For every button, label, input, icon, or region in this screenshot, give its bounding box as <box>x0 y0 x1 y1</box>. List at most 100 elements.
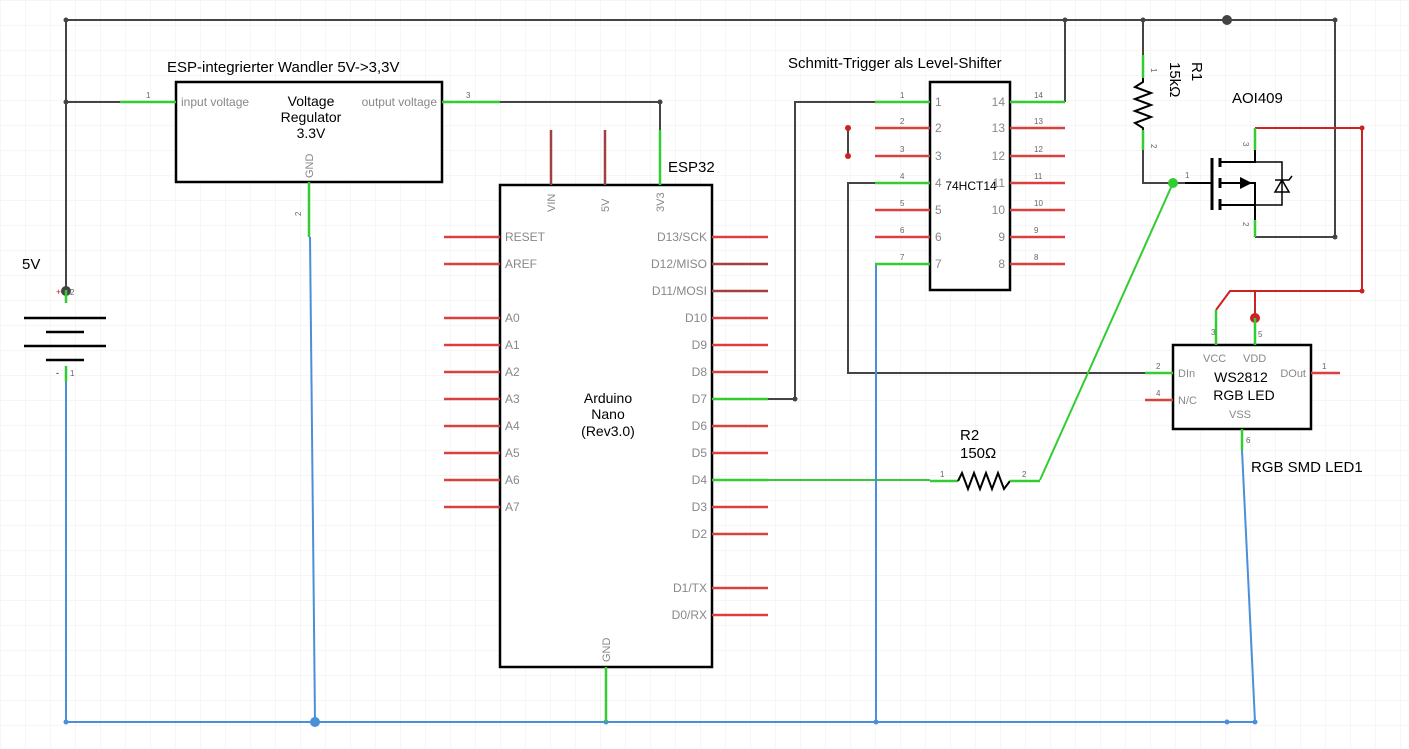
junction-dot <box>845 125 851 131</box>
ic-pin-num: 6 <box>900 226 905 235</box>
junction-dot <box>1252 719 1258 725</box>
r2-name: R2 <box>960 427 979 444</box>
junction-dot <box>792 396 798 402</box>
schmitt-body <box>928 80 1012 292</box>
arduino-right-pins: D13/SCKD12/MISOD11/MOSID10D9D8D7D6D5D4D3… <box>651 230 768 622</box>
arduino-pin-label: D5 <box>692 446 708 460</box>
arduino-pin-label: A4 <box>505 419 520 433</box>
wire-d7 <box>768 101 875 400</box>
arduino-pin-label: D1/TX <box>673 581 707 595</box>
ic-pin-label: 12 <box>992 149 1006 163</box>
led-pin-num: 6 <box>1246 436 1251 445</box>
led-pin-num: 2 <box>1156 362 1161 371</box>
junction-dot <box>1222 15 1232 25</box>
arduino-pin-label: 3V3 <box>655 192 667 212</box>
led-pin-nc: N/C <box>1178 395 1197 407</box>
reg-name-3: 3.3V <box>297 125 326 141</box>
reg-name-1: Voltage <box>288 93 335 109</box>
ic-pin-num: 4 <box>900 172 905 181</box>
arduino-name-1: Arduino <box>584 390 632 406</box>
battery-pin-plus: 2 <box>70 288 75 297</box>
arduino-pin-label: 5V <box>600 198 612 212</box>
led-pin-num: 5 <box>1258 330 1263 339</box>
r1-value: 15kΩ <box>1166 62 1183 97</box>
battery-plus: + <box>56 287 61 297</box>
arduino-pin-label: D2 <box>692 527 708 541</box>
ic-pin-label: 9 <box>998 230 1005 244</box>
ic-pin-label: 3 <box>935 149 942 163</box>
ic-pin-label: 1 <box>935 95 942 109</box>
led-pin-num: 4 <box>1156 389 1161 398</box>
r2-value: 150Ω <box>960 445 996 462</box>
arduino-pin-label: A2 <box>505 365 520 379</box>
arduino-pin-label: D4 <box>692 473 708 487</box>
reg-name-2: Regulator <box>281 109 342 125</box>
ic-pin-num: 9 <box>1034 226 1039 235</box>
ic-pin-num: 14 <box>1034 91 1043 100</box>
schmitt-trigger-ic: Schmitt-Trigger als Level-Shifter 74HCT1… <box>788 55 1065 292</box>
reg-pin-out-label: output voltage <box>362 95 438 109</box>
mosfet-arrow <box>1240 177 1252 189</box>
reg-pin-num: 3 <box>466 91 471 100</box>
r1-name: R1 <box>1188 62 1205 81</box>
reg-pin-gnd-label: GND <box>304 154 316 179</box>
led-pin-vdd: VDD <box>1243 353 1266 365</box>
ic-pin-num: 13 <box>1034 117 1043 126</box>
ic-pin-num: 2 <box>900 117 905 126</box>
reg-pin-num: 1 <box>146 91 151 100</box>
arduino-pin-label: D8 <box>692 365 708 379</box>
ic-pin-label: 6 <box>935 230 942 244</box>
wire-gnd-reg <box>309 236 316 723</box>
arduino-name-2: Nano <box>591 406 625 422</box>
junction-dot <box>63 17 69 23</box>
arduino-pin-label: D13/SCK <box>657 230 707 244</box>
schmitt-title: Schmitt-Trigger als Level-Shifter <box>788 55 1002 72</box>
battery-minus: - <box>56 368 59 378</box>
ic-pin-label: 13 <box>992 121 1006 135</box>
ic-pin-num: 5 <box>900 199 905 208</box>
led-name-2: RGB LED <box>1213 387 1274 403</box>
arduino-pin-label: A0 <box>505 311 520 325</box>
led-pin-num: 3 <box>1211 328 1216 337</box>
ic-pin-num: 11 <box>1034 172 1043 181</box>
arduino-name-3: (Rev3.0) <box>581 423 635 439</box>
junction-dot <box>310 717 320 727</box>
junction-dot <box>1359 125 1365 131</box>
arduino-pin-label: A7 <box>505 500 520 514</box>
arduino-pin-label: D6 <box>692 419 708 433</box>
led-body <box>1171 343 1313 431</box>
ic-pin-num: 3 <box>900 145 905 154</box>
mosfet-diode <box>1273 178 1291 193</box>
ic-pin-num: 10 <box>1034 199 1043 208</box>
junction-dot <box>657 99 663 105</box>
battery-5v: 5V + 2 - 1 <box>22 256 106 382</box>
wire-din <box>847 182 1145 374</box>
junction-dot <box>63 99 69 105</box>
ic-pin-label: 8 <box>998 257 1005 271</box>
mosfet-aoi409: AOI409 1 3 2 <box>1185 90 1293 237</box>
ic-pin-num: 1 <box>900 91 905 100</box>
r1-pin: 1 <box>1149 68 1158 73</box>
arduino-pin-label: D0/RX <box>672 608 707 622</box>
led-pin-dout: DOut <box>1280 368 1306 380</box>
junction-dot <box>873 719 879 725</box>
junction-dot <box>1359 288 1365 294</box>
ic-pin-label: 7 <box>935 257 942 271</box>
mosfet-name: AOI409 <box>1232 90 1283 107</box>
junction-dot <box>63 719 69 725</box>
arduino-top-label: ESP32 <box>668 159 715 176</box>
schmitt-name: 74HCT14 <box>945 179 997 193</box>
ic-pin-label: 10 <box>992 203 1006 217</box>
r2-pin: 1 <box>940 470 945 479</box>
arduino-pin-label: D10 <box>685 311 707 325</box>
arduino-pin-label: D12/MISO <box>651 257 707 271</box>
resistor-r2: R2 150Ω 1 2 <box>930 427 1040 492</box>
junction-dot <box>1332 17 1338 23</box>
ic-pin-num: 8 <box>1034 253 1039 262</box>
ic-pin-label: 2 <box>935 121 942 135</box>
arduino-pin-label: A3 <box>505 392 520 406</box>
led-pin-num: 1 <box>1322 362 1327 371</box>
battery-pin-minus: 1 <box>70 369 75 378</box>
